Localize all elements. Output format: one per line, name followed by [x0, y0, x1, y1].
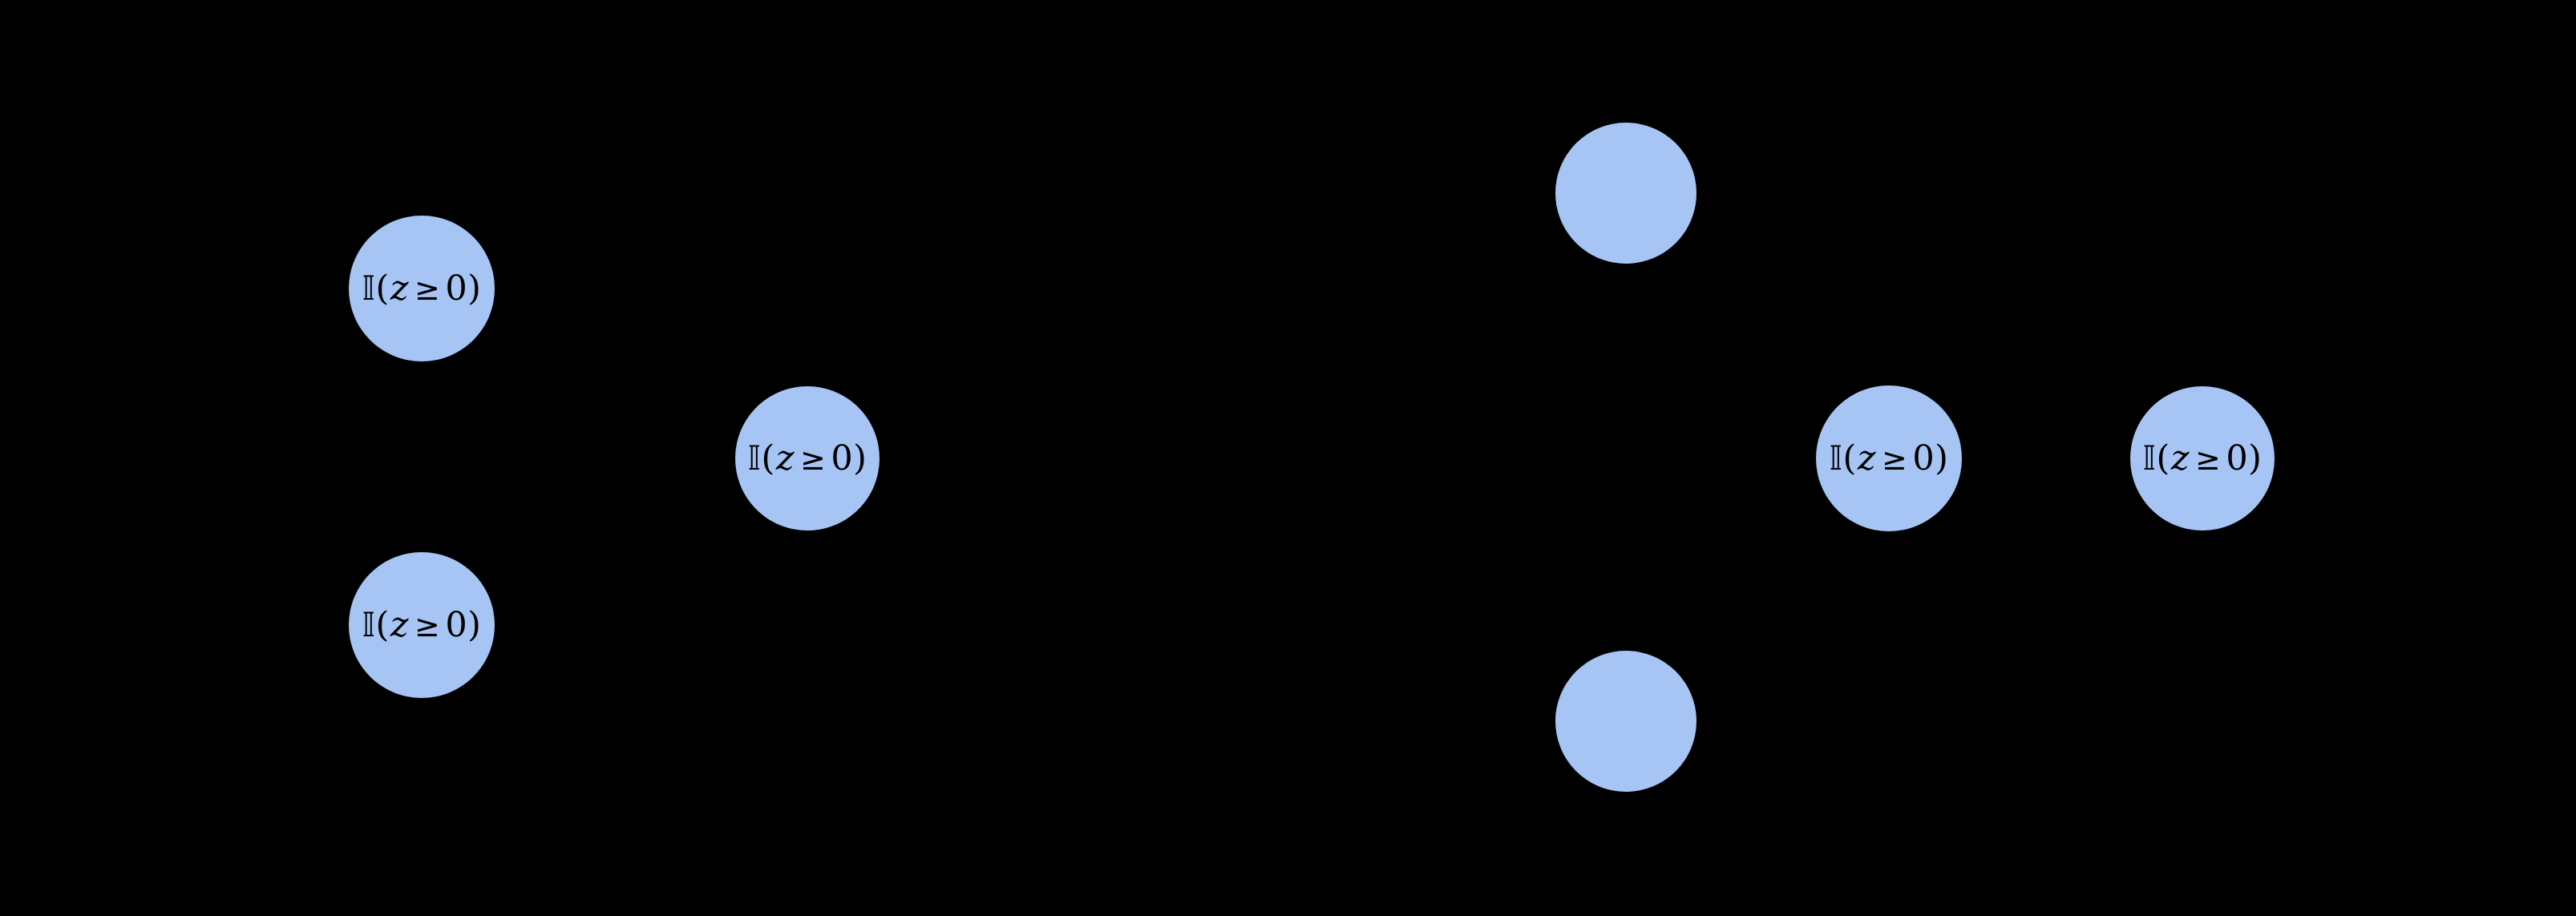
- close-paren: ): [1935, 438, 1949, 478]
- open-paren: (: [1842, 438, 1857, 478]
- open-paren: (: [375, 604, 390, 645]
- blank-node-top-center[interactable]: [1555, 123, 1696, 264]
- open-paren: (: [761, 438, 775, 478]
- variable-z: z: [390, 268, 409, 309]
- greater-equal-icon: ≥: [414, 607, 441, 644]
- value-zero: 0: [445, 268, 468, 309]
- indicator-symbol: 𝕀: [747, 438, 762, 478]
- greater-equal-icon: ≥: [2194, 441, 2222, 477]
- open-paren: (: [375, 268, 390, 309]
- indicator-symbol: 𝕀: [362, 604, 376, 644]
- value-zero: 0: [445, 604, 468, 645]
- value-zero: 0: [2226, 438, 2249, 478]
- node-label: 𝕀(z≥0): [362, 604, 482, 645]
- close-paren: ): [467, 604, 482, 645]
- variable-z: z: [390, 604, 409, 645]
- open-paren: (: [2156, 438, 2170, 478]
- close-paren: ): [2248, 438, 2263, 478]
- variable-z: z: [2170, 438, 2190, 478]
- variable-z: z: [775, 438, 795, 478]
- greater-equal-icon: ≥: [1881, 441, 1908, 477]
- indicator-node-top-left[interactable]: 𝕀(z≥0): [349, 216, 495, 361]
- node-label: 𝕀(z≥0): [2142, 438, 2263, 478]
- value-zero: 0: [1912, 438, 1935, 478]
- indicator-node-mid-right[interactable]: 𝕀(z≥0): [1816, 385, 1962, 531]
- variable-z: z: [1857, 438, 1876, 478]
- indicator-node-mid-left[interactable]: 𝕀(z≥0): [735, 386, 880, 531]
- indicator-node-far-right[interactable]: 𝕀(z≥0): [2130, 386, 2275, 531]
- greater-equal-icon: ≥: [799, 441, 827, 477]
- node-label: 𝕀(z≥0): [1829, 438, 1949, 478]
- indicator-symbol: 𝕀: [1829, 438, 1843, 478]
- blank-node-bottom-center[interactable]: [1555, 651, 1696, 792]
- indicator-symbol: 𝕀: [2142, 438, 2157, 478]
- value-zero: 0: [831, 438, 854, 478]
- node-label: 𝕀(z≥0): [747, 438, 867, 478]
- indicator-symbol: 𝕀: [362, 268, 376, 308]
- indicator-node-bottom-left[interactable]: 𝕀(z≥0): [349, 552, 495, 698]
- node-label: 𝕀(z≥0): [362, 268, 482, 309]
- close-paren: ): [467, 268, 482, 309]
- close-paren: ): [853, 438, 867, 478]
- greater-equal-icon: ≥: [414, 271, 441, 307]
